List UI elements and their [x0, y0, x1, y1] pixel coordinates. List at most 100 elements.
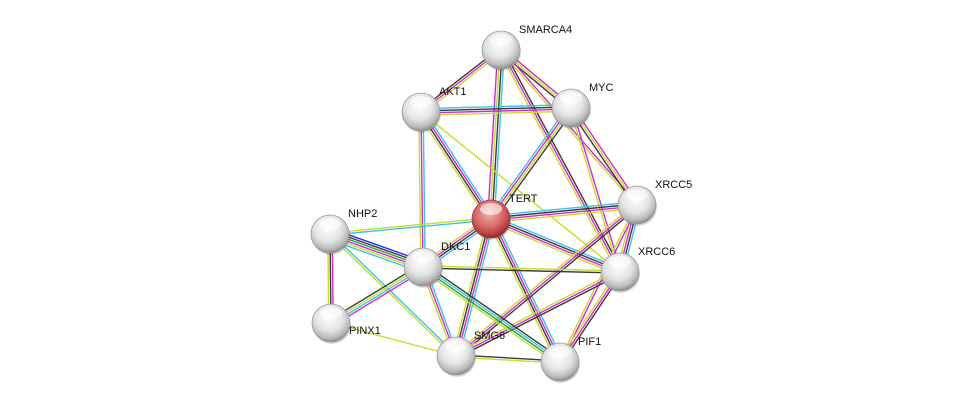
edge-dkc1-pif1[interactable] [420, 263, 563, 366]
node-highlight [445, 340, 467, 352]
edge-evidence-textmining [489, 221, 620, 276]
edge-evidence-experimental [455, 271, 621, 357]
edge-xrcc5-smg6[interactable] [454, 202, 639, 359]
edge-evidence-database [420, 104, 571, 110]
node-highlight [490, 34, 512, 46]
edge-akt1-xrcc6[interactable] [420, 111, 621, 273]
edge-evidence-coexpression [422, 267, 620, 274]
edge-evidence-experimental [491, 205, 638, 221]
edge-evidence-database [491, 215, 622, 270]
edge-evidence-textmining [454, 269, 620, 355]
node-tert[interactable]: TERT [471, 193, 538, 240]
edge-evidence-textmining [569, 108, 620, 273]
node-highlight [319, 218, 341, 230]
node-highlight [549, 346, 571, 358]
edge-akt1-myc[interactable] [420, 104, 572, 116]
node-highlight [626, 189, 648, 201]
node-nhp2[interactable]: NHP2 [310, 208, 377, 255]
node-dkc1[interactable]: DKC1 [403, 241, 470, 288]
edge-evidence-experimental [421, 108, 572, 114]
edge-evidence-database [493, 50, 505, 220]
node-label: MYC [589, 82, 614, 94]
edge-evidence-textmining [328, 234, 456, 358]
edge-tert-xrcc6[interactable] [489, 215, 622, 276]
edge-smarca4-tert[interactable] [487, 49, 505, 220]
edge-evidence-textmining [423, 265, 621, 272]
node-label: XRCC5 [655, 179, 692, 191]
edge-evidence-database [490, 201, 637, 217]
edge-evidence-database [458, 219, 495, 357]
edge-evidence-neighborhood [421, 267, 560, 364]
edge-xrcc6-smg6[interactable] [454, 269, 622, 359]
node-label: PINX1 [349, 325, 381, 337]
edge-evidence-textmining [420, 269, 559, 366]
edge-pinx1-smg6[interactable] [330, 322, 457, 357]
edge-evidence-database [487, 105, 569, 218]
edge-evidence-coexpression [420, 106, 571, 112]
edge-myc-tert[interactable] [487, 105, 575, 222]
edge-evidence-experimental [487, 49, 499, 219]
edge-evidence-experimental [455, 204, 638, 357]
edge-evidence-database [330, 219, 492, 236]
edge-evidence-textmining [454, 202, 637, 355]
edge-evidence-experimental [491, 218, 562, 362]
node-label: DKC1 [441, 241, 470, 253]
edge-evidence-textmining [452, 218, 489, 356]
edge-evidence-coexpression [419, 112, 491, 220]
node-akt1[interactable]: AKT1 [401, 86, 467, 133]
node-label: AKT1 [439, 86, 467, 98]
node-highlight [412, 251, 434, 263]
edge-evidence-database [422, 111, 426, 267]
edge-akt1-tert[interactable] [417, 109, 495, 222]
node-xrcc5[interactable]: XRCC5 [617, 179, 692, 226]
edge-evidence-experimental [456, 219, 493, 357]
edge-tert-xrcc5[interactable] [490, 201, 638, 223]
edge-evidence-textmining [491, 207, 638, 223]
node-label: XRCC6 [638, 246, 675, 258]
edge-evidence-database [330, 232, 458, 356]
edge-evidence-textmining [498, 50, 619, 274]
edge-evidence-textmining [330, 322, 457, 357]
edge-myc-xrcc5[interactable] [568, 106, 640, 207]
edge-evidence-textmining [491, 108, 573, 221]
edge-tert-smg6[interactable] [452, 218, 495, 357]
edge-evidence-experimental [489, 106, 571, 219]
edge-evidence-database [493, 217, 564, 361]
edge-evidence-coexpression [490, 203, 637, 219]
edge-evidence-textmining [418, 112, 422, 268]
node-highlight [480, 203, 502, 215]
edge-evidence-experimental [421, 111, 493, 219]
node-highlight [560, 92, 582, 104]
node-pif1[interactable]: PIF1 [540, 336, 601, 383]
node-pinx1[interactable]: PINX1 [311, 303, 381, 344]
edge-evidence-coexpression [424, 263, 563, 360]
edge-evidence-textmining [329, 217, 491, 234]
edge-evidence-coexpression [491, 50, 503, 220]
edge-nhp2-smg6[interactable] [328, 232, 458, 358]
node-myc[interactable]: MYC [551, 82, 614, 129]
edge-evidence-experimental [571, 107, 622, 272]
edge-tert-nhp2[interactable] [329, 217, 492, 236]
node-xrcc6[interactable]: XRCC6 [600, 246, 675, 293]
edge-evidence-textmining [570, 107, 638, 206]
edge-xrcc6-dkc1[interactable] [422, 265, 621, 274]
edge-evidence-textmining [417, 113, 489, 222]
node-smarca4[interactable]: SMARCA4 [481, 24, 572, 71]
edge-akt1-dkc1[interactable] [418, 111, 426, 268]
edge-evidence-coexpression [491, 217, 621, 272]
edge-evidence-experimental [572, 106, 640, 205]
edge-evidence-coexpression [493, 109, 575, 222]
edge-evidence-textmining [487, 220, 558, 364]
edge-tert-pif1[interactable] [487, 217, 564, 364]
node-smg6[interactable]: SMG6 [436, 330, 505, 377]
edge-evidence-coexpression [454, 218, 491, 356]
edge-evidence-experimental [490, 219, 620, 274]
edge-myc-xrcc6[interactable] [569, 107, 622, 273]
edge-evidence-experimental [420, 111, 424, 268]
node-label: SMARCA4 [519, 24, 572, 36]
edge-evidence-coexpression [456, 206, 639, 359]
edge-evidence-coexpression [568, 108, 636, 207]
edge-evidence-textmining [420, 111, 621, 273]
